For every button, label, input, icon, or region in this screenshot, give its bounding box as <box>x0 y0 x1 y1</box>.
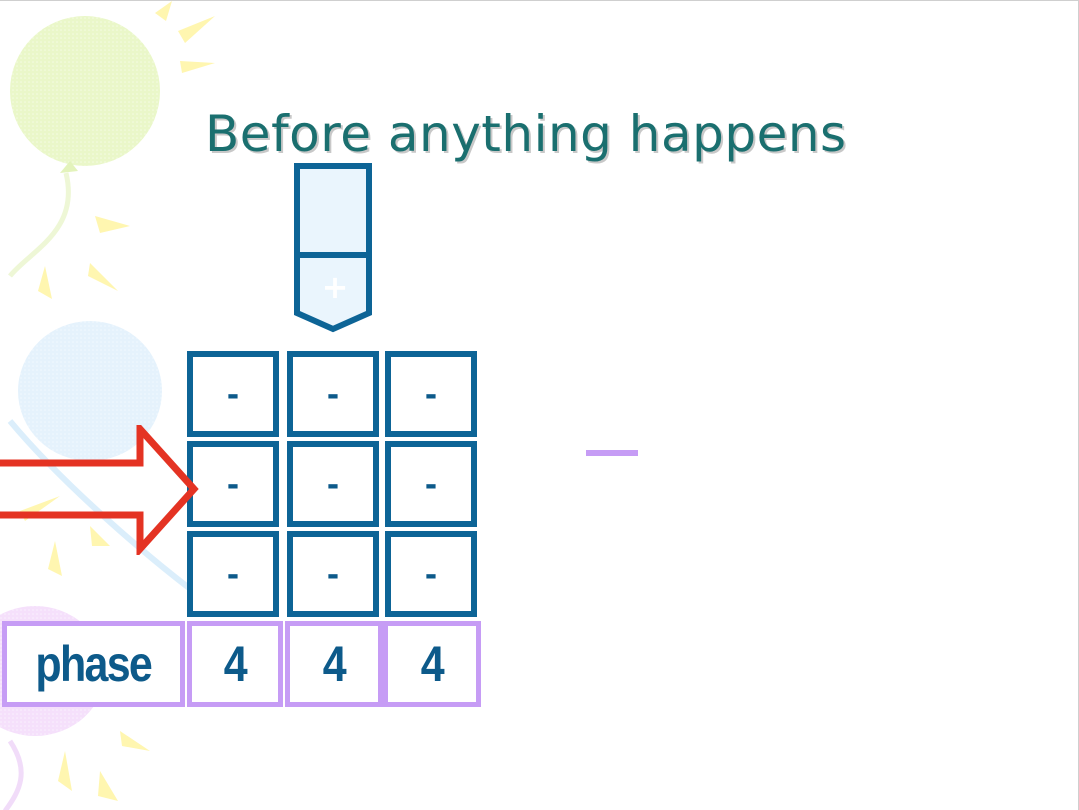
grid-cell: - <box>287 531 379 617</box>
cell-value: - <box>327 471 339 501</box>
token-marker <box>294 163 374 333</box>
cell-value: - <box>227 561 239 591</box>
cell-value: - <box>425 561 437 591</box>
phase-value: 4 <box>323 639 345 689</box>
phase-label-box: phase <box>2 621 185 707</box>
grid-cell: - <box>187 441 279 527</box>
phase-value: 4 <box>421 639 443 689</box>
grid-cell: - <box>287 351 379 437</box>
slide-title: Before anything happens <box>205 105 847 163</box>
grid-cell: - <box>385 531 477 617</box>
phase-label: phase <box>36 639 152 689</box>
grid-cell: - <box>187 531 279 617</box>
grid-cell: - <box>385 351 477 437</box>
cell-value: - <box>425 471 437 501</box>
phase-value: 4 <box>224 639 246 689</box>
grid-cell: - <box>187 351 279 437</box>
red-arrow-icon <box>0 425 200 555</box>
cell-value: - <box>327 561 339 591</box>
cell-value: - <box>327 381 339 411</box>
cell-value: - <box>227 471 239 501</box>
purple-dash <box>586 450 638 456</box>
phase-value-box: 4 <box>187 621 283 707</box>
cell-value: - <box>425 381 437 411</box>
token-lower-symbol: + <box>320 271 350 303</box>
phase-value-box: 4 <box>383 621 481 707</box>
cell-value: - <box>227 381 239 411</box>
grid-cell: - <box>287 441 379 527</box>
phase-value-box: 4 <box>285 621 383 707</box>
grid-cell: - <box>385 441 477 527</box>
